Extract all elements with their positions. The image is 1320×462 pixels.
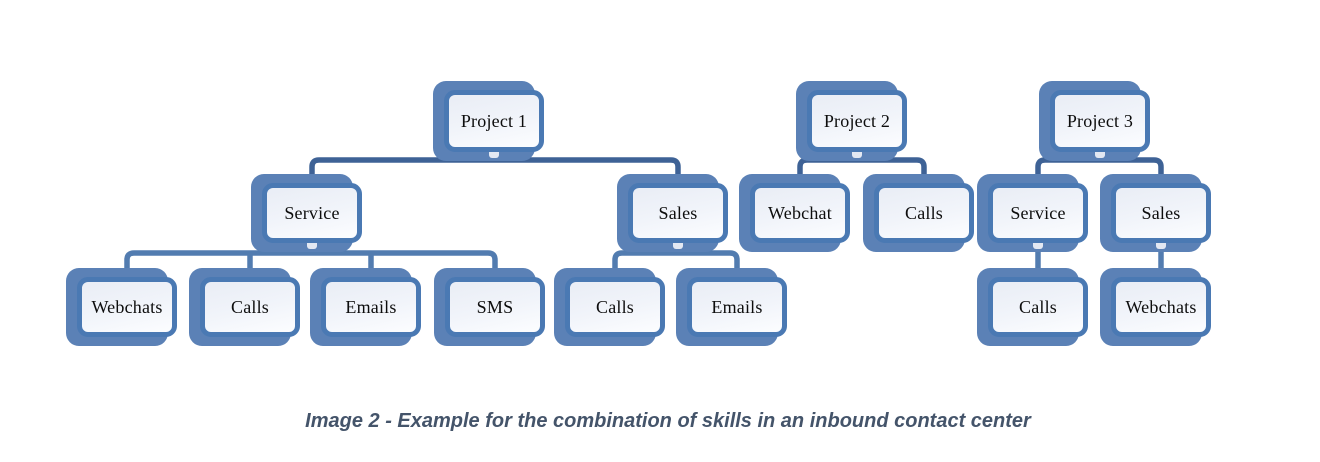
node-label: Project 2 bbox=[823, 110, 891, 131]
node-label: Sales bbox=[658, 202, 698, 223]
node-label: Webchats bbox=[91, 296, 163, 317]
box-front: Webchats bbox=[1111, 277, 1211, 337]
box-bottom-notch bbox=[1095, 148, 1105, 158]
node-p1s1: Service bbox=[251, 174, 362, 252]
box-bottom-notch bbox=[307, 239, 317, 249]
node-p3s1: Service bbox=[977, 174, 1088, 252]
box-front: Project 3 bbox=[1050, 90, 1150, 152]
connector bbox=[612, 250, 740, 273]
node-label: Emails bbox=[711, 296, 763, 317]
box-front: Sales bbox=[1111, 183, 1211, 243]
box-front: Emails bbox=[321, 277, 421, 337]
box-front: Calls bbox=[874, 183, 974, 243]
node-label: Sales bbox=[1141, 202, 1181, 223]
node-label: Project 1 bbox=[460, 110, 528, 131]
box-front: Webchat bbox=[750, 183, 850, 243]
node-k5: Calls bbox=[554, 268, 665, 346]
node-k2: Calls bbox=[189, 268, 300, 346]
box-bottom-notch bbox=[673, 239, 683, 249]
node-label: Service bbox=[1010, 202, 1066, 223]
node-k4: SMS bbox=[434, 268, 545, 346]
node-k6: Emails bbox=[676, 268, 787, 346]
box-bottom-notch bbox=[1033, 239, 1043, 249]
box-front: Webchats bbox=[77, 277, 177, 337]
box-bottom-notch bbox=[489, 148, 499, 158]
node-label: Service bbox=[284, 202, 340, 223]
node-label: Calls bbox=[230, 296, 269, 317]
box-bottom-notch bbox=[852, 148, 862, 158]
node-label: Project 3 bbox=[1066, 110, 1134, 131]
caption: Image 2 - Example for the combination of… bbox=[305, 410, 1031, 432]
box-front: Service bbox=[988, 183, 1088, 243]
box-front: SMS bbox=[445, 277, 545, 337]
box-front: Sales bbox=[628, 183, 728, 243]
box-bottom-notch bbox=[1156, 239, 1166, 249]
node-p2: Project 2 bbox=[796, 81, 907, 161]
node-p1s2: Sales bbox=[617, 174, 728, 252]
node-p1: Project 1 bbox=[433, 81, 544, 161]
box-front: Calls bbox=[200, 277, 300, 337]
node-label: Webchat bbox=[768, 202, 832, 223]
node-k8: Webchats bbox=[1100, 268, 1211, 346]
node-p2c1: Webchat bbox=[739, 174, 850, 252]
box-front: Calls bbox=[565, 277, 665, 337]
node-k3: Emails bbox=[310, 268, 421, 346]
node-label: Calls bbox=[595, 296, 634, 317]
node-label: SMS bbox=[476, 296, 514, 317]
box-front: Service bbox=[262, 183, 362, 243]
connector bbox=[124, 250, 498, 273]
box-front: Project 2 bbox=[807, 90, 907, 152]
node-p2c2: Calls bbox=[863, 174, 974, 252]
node-k7: Calls bbox=[977, 268, 1088, 346]
node-label: Webchats bbox=[1125, 296, 1197, 317]
node-label: Calls bbox=[904, 202, 943, 223]
node-label: Emails bbox=[345, 296, 397, 317]
box-front: Calls bbox=[988, 277, 1088, 337]
box-front: Project 1 bbox=[444, 90, 544, 152]
node-p3: Project 3 bbox=[1039, 81, 1150, 161]
node-k1: Webchats bbox=[66, 268, 177, 346]
box-front: Emails bbox=[687, 277, 787, 337]
node-label: Calls bbox=[1018, 296, 1057, 317]
node-p3s2: Sales bbox=[1100, 174, 1211, 252]
